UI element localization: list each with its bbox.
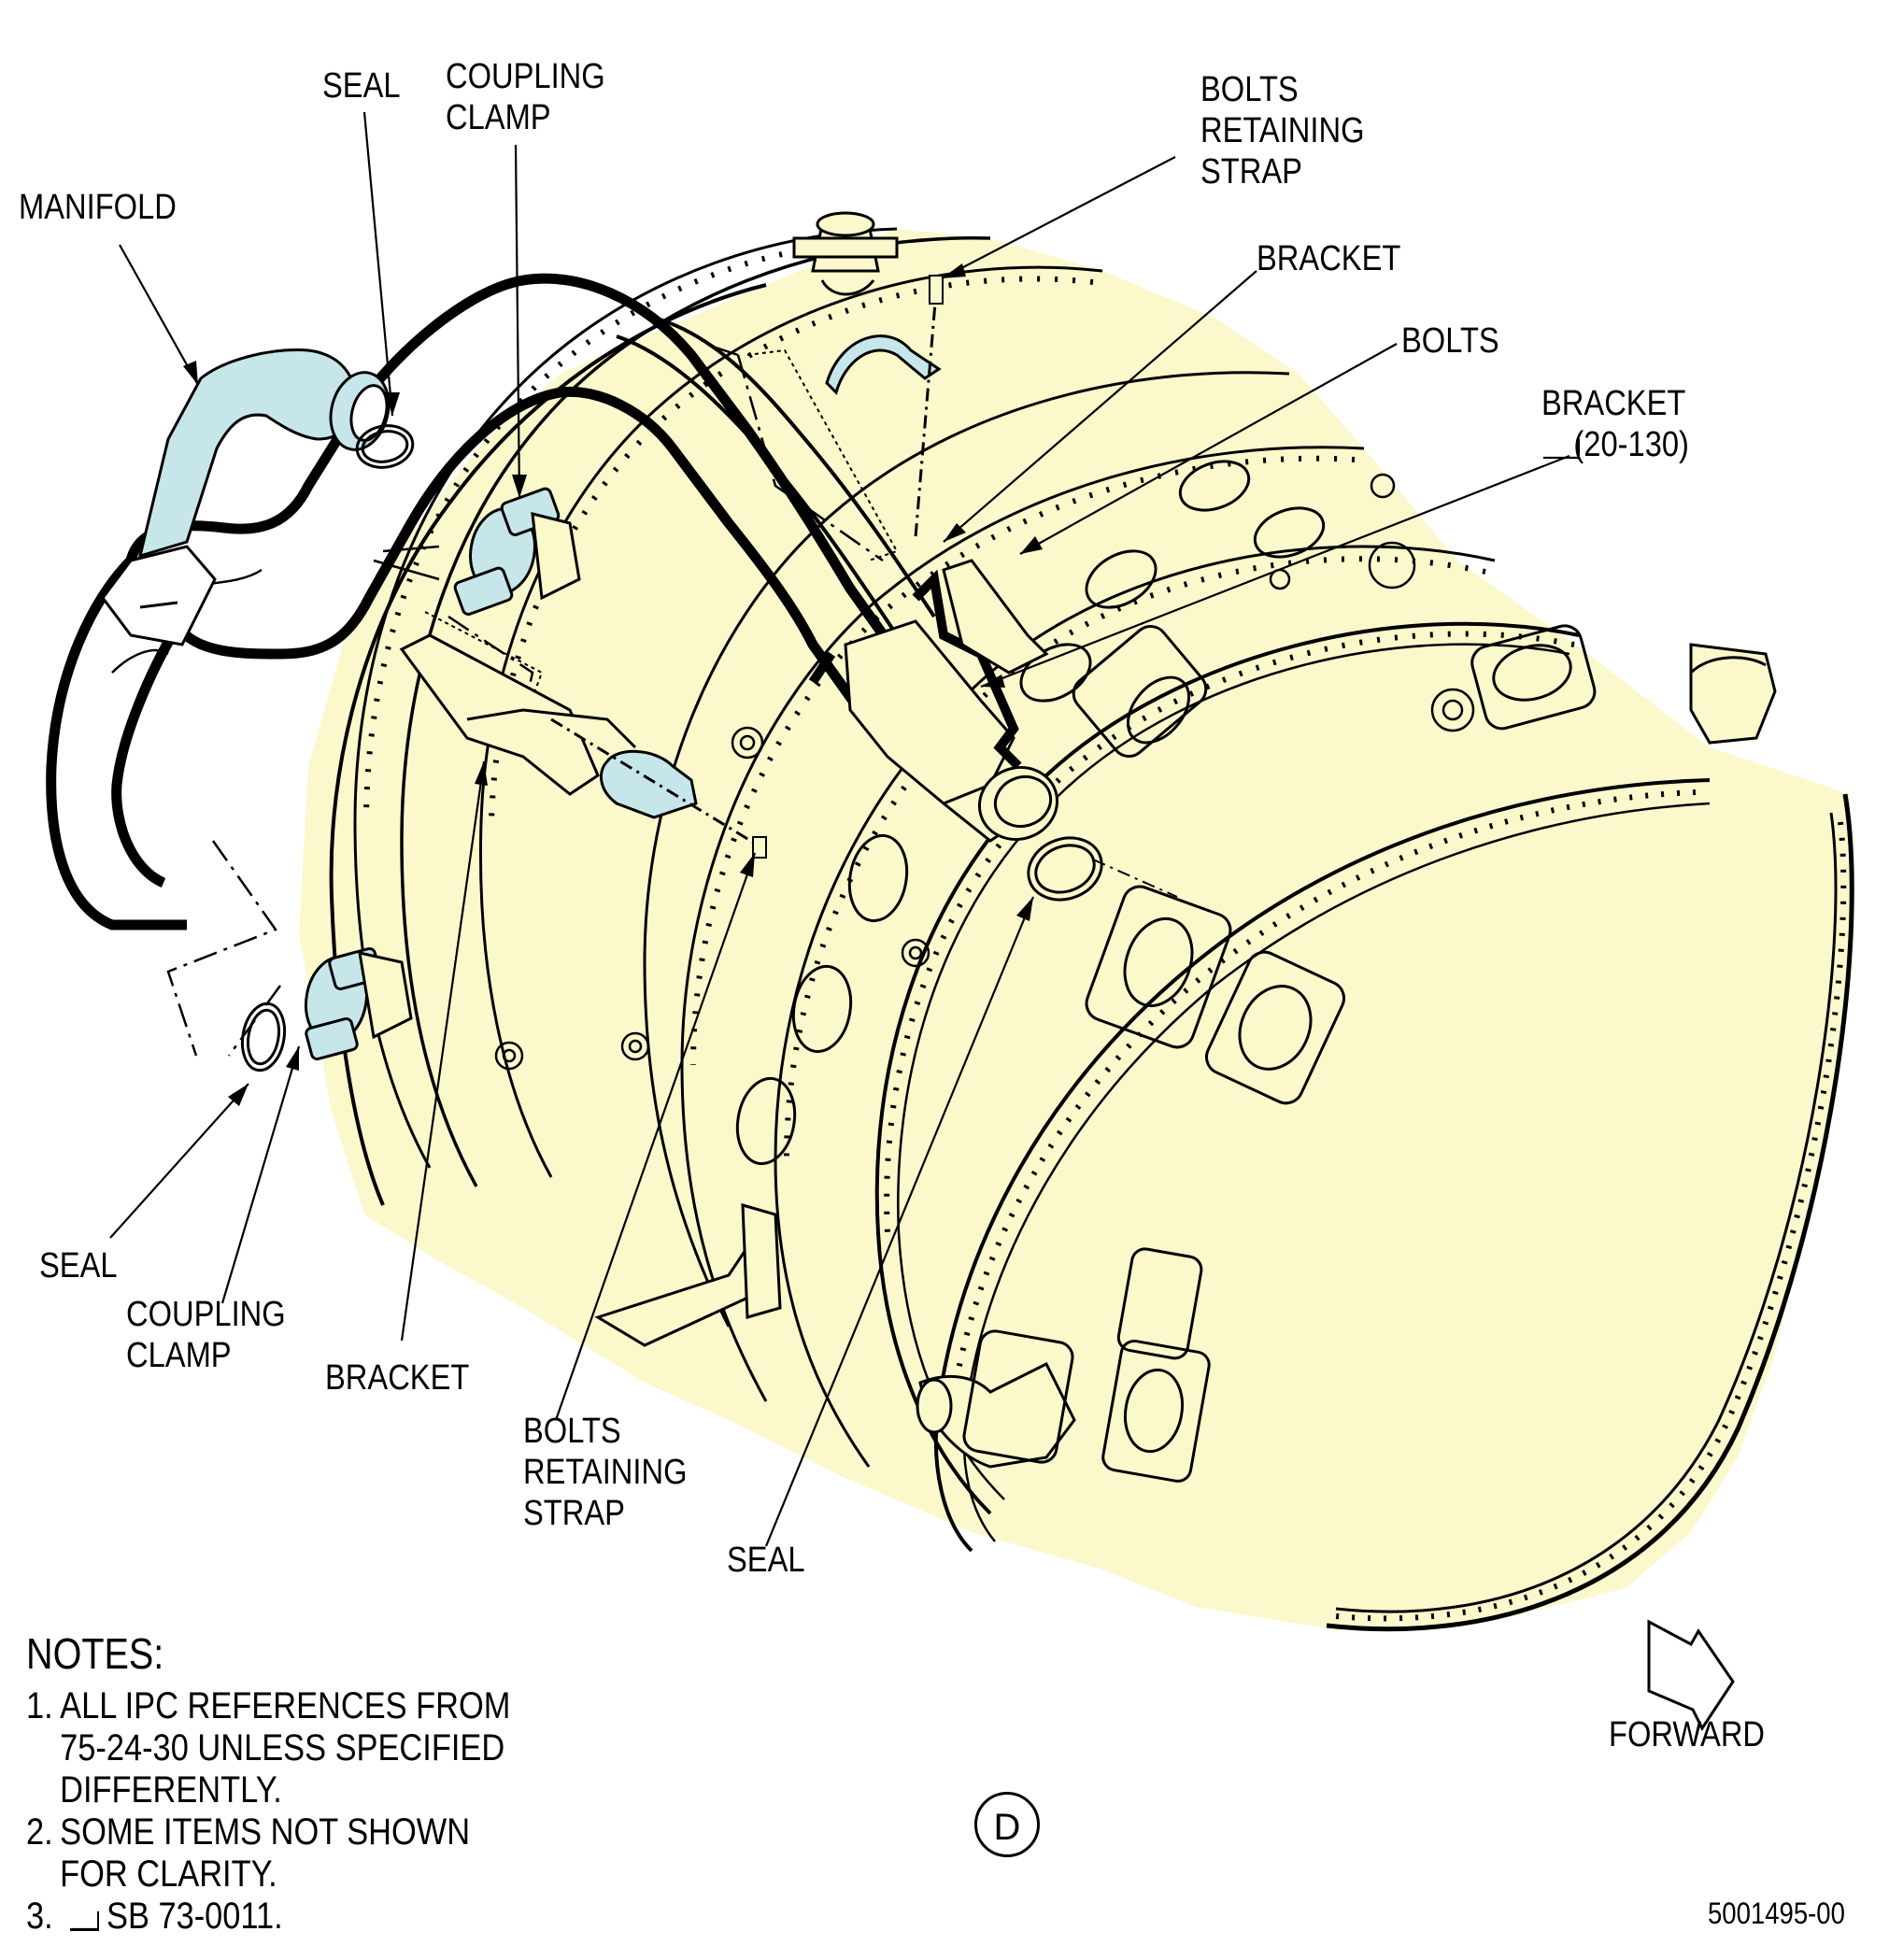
seal-lower	[240, 1001, 287, 1072]
note-line: SOME ITEMS NOT SHOWN	[60, 1811, 471, 1853]
sensor-boss	[1689, 643, 1777, 745]
strap-lower	[599, 749, 698, 819]
label-forward: FORWARD	[1609, 1715, 1766, 1754]
note-number: 2.	[26, 1811, 53, 1853]
clamp-lower-fitting	[358, 951, 413, 1040]
note-3: 3. SB 73-0011.	[26, 1896, 510, 1938]
sb-reference-flags	[70, 439, 1580, 1931]
strap-bolt-top	[914, 279, 939, 538]
top-fitting	[792, 211, 899, 296]
leader-arrowheads	[183, 263, 1043, 1106]
note-line: SB 73-0011.	[107, 1896, 283, 1937]
front-flange-edge	[933, 778, 1711, 1553]
view-indicator: D	[974, 1792, 1040, 1857]
note-line: 75-24-30 UNLESS SPECIFIED	[60, 1727, 505, 1768]
forward-arrow-icon	[1647, 1619, 1735, 1731]
mid-ring-4	[680, 446, 1365, 1402]
label-seal-bottom: SEAL	[727, 1541, 805, 1580]
bracket-right	[942, 559, 1049, 675]
phantom-lines	[166, 354, 884, 1057]
lower-bracket	[594, 1202, 782, 1347]
manifold-tubes	[46, 273, 936, 930]
label-seal-left: SEAL	[39, 1246, 118, 1285]
label-bracket-top: BRACKET	[1257, 239, 1401, 278]
mid-ring-1	[874, 621, 1580, 1515]
manifold	[137, 348, 391, 559]
lower-connector	[916, 1329, 1076, 1469]
rear-ring-2	[400, 236, 991, 1187]
leader-lines	[70, 111, 1579, 1931]
bosses	[494, 473, 1475, 1071]
note-2: 2. SOME ITEMS NOT SHOWN	[26, 1811, 510, 1853]
bolt-head-top	[929, 275, 944, 305]
bolt-head-lower	[752, 836, 767, 859]
front-flange-outer	[1326, 793, 1854, 1632]
manifold-block	[844, 619, 1059, 843]
label-bracket-ref: BRACKET(20-130)	[1541, 384, 1689, 464]
engine-case-fill	[299, 229, 1854, 1630]
front-flange-inner	[1335, 812, 1838, 1613]
strap-bolt-lower	[550, 717, 767, 852]
note-line: FOR CLARITY.	[60, 1853, 277, 1895]
mid-ring-3	[774, 545, 1496, 1468]
port-flanges	[1072, 624, 1597, 1483]
upper-saddle-bracket	[825, 334, 942, 395]
note-1: 1. ALL IPC REFERENCES FROM	[26, 1685, 510, 1727]
label-manifold: MANIFOLD	[19, 188, 177, 227]
note-line: DIFFERENTLY.	[60, 1769, 282, 1811]
note-number: 1.	[26, 1685, 53, 1726]
rear-flange	[329, 283, 767, 1206]
notes-title: NOTES:	[26, 1629, 164, 1678]
seal-axis	[1092, 859, 1178, 898]
clamp-upper-fitting	[531, 512, 581, 601]
note-number: 3.	[26, 1896, 53, 1937]
label-seal-top: SEAL	[322, 66, 401, 106]
mid-ring-2	[897, 643, 1570, 1500]
mid-bracket-left	[399, 633, 637, 796]
drawing-number: 5001495-00	[1708, 1896, 1845, 1930]
manifold-tee	[101, 545, 217, 646]
label-bracket-bottom: BRACKET	[325, 1358, 470, 1398]
notes-block: NOTES: 1. ALL IPC REFERENCES FROM 75-24-…	[26, 1627, 510, 1938]
seal-upper	[355, 424, 415, 469]
label-bolts-right: BOLTS	[1401, 321, 1499, 361]
mid-ring-5	[643, 371, 1290, 1328]
case-ports	[735, 460, 1572, 1454]
note-line: ALL IPC REFERENCES FROM	[60, 1685, 511, 1726]
seal-right	[1027, 836, 1103, 902]
